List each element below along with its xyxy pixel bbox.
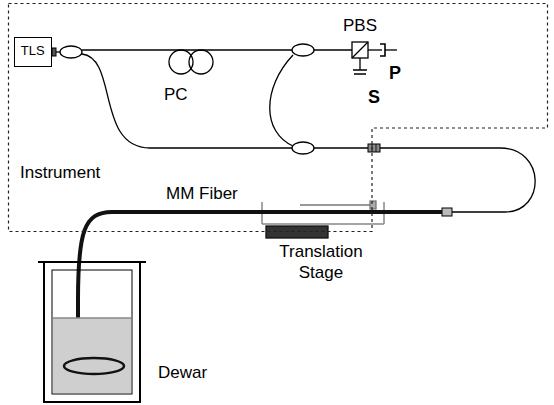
splitter-label: PBS	[343, 15, 377, 36]
dewar-label: Dewar	[158, 362, 207, 383]
node-text: TLS	[21, 44, 45, 59]
fiber-label: MM Fiber	[166, 183, 238, 204]
stage-label: Translation Stage	[266, 241, 376, 284]
instrument-region: Instrument TLS	[8, 3, 548, 232]
region-outline	[8, 3, 548, 232]
node-text: Instrument	[20, 163, 100, 183]
controller-label: PC	[164, 84, 188, 105]
laser-source-box: TLS	[14, 37, 52, 67]
port-label: P	[389, 62, 401, 85]
port-label: S	[368, 86, 380, 109]
